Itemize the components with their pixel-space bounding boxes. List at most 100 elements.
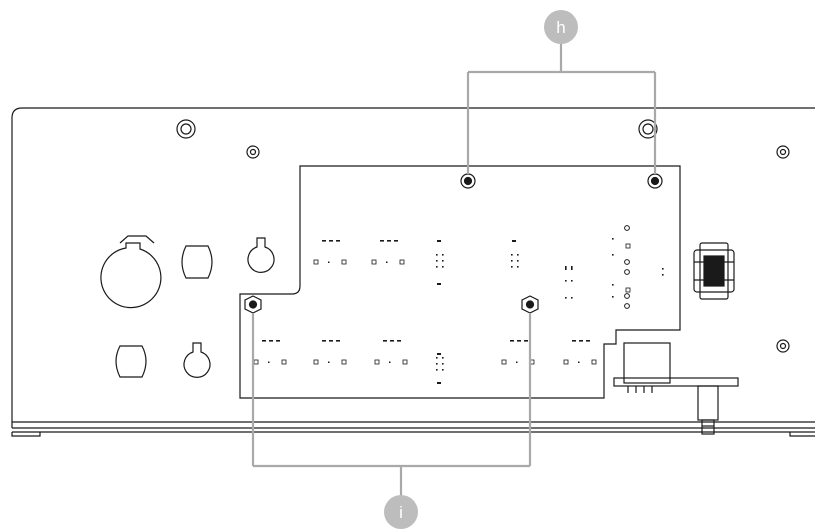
pcb-mark bbox=[578, 361, 580, 363]
pcb-mark bbox=[322, 240, 326, 242]
pcb-mark bbox=[329, 240, 333, 242]
pcb-mark bbox=[437, 240, 441, 242]
pcb-mark bbox=[436, 357, 438, 359]
pcb-mark bbox=[442, 254, 444, 256]
pcb-via bbox=[624, 269, 630, 275]
pcb-mark bbox=[512, 240, 516, 242]
pcb-mark bbox=[436, 254, 438, 256]
pcb-pad bbox=[281, 359, 287, 365]
pcb-pad bbox=[313, 359, 319, 365]
pcb-mark bbox=[397, 340, 401, 342]
pcb-mark bbox=[442, 369, 444, 371]
pcb-mark bbox=[612, 254, 614, 256]
panel-cutouts bbox=[115, 237, 275, 378]
pcb-mark bbox=[571, 280, 573, 282]
pcb-pad bbox=[313, 259, 319, 265]
pcb-pad bbox=[625, 243, 631, 249]
pcb-mark bbox=[322, 340, 326, 342]
panel-hole bbox=[246, 145, 260, 159]
pcb-mark bbox=[387, 240, 391, 242]
pcb-pad bbox=[501, 359, 507, 365]
pcb-standoffs-top bbox=[460, 173, 663, 189]
panel-hole bbox=[776, 339, 790, 353]
pcb-mark bbox=[510, 340, 514, 342]
pcb-mark bbox=[269, 340, 273, 342]
pcb-mark bbox=[394, 240, 398, 242]
pcb-mark bbox=[612, 238, 614, 240]
pcb-mark bbox=[662, 268, 664, 270]
callout-i-label: i bbox=[399, 503, 403, 522]
pcb-mark bbox=[262, 340, 266, 342]
ferrite-component bbox=[693, 242, 735, 300]
pcb-mark bbox=[389, 361, 391, 363]
pcb-mark bbox=[436, 363, 438, 365]
callout-bracket-top bbox=[466, 40, 657, 174]
pcb-mark bbox=[612, 296, 614, 298]
side-connector bbox=[613, 342, 739, 435]
pcb-via bbox=[624, 303, 630, 309]
pcb-mark bbox=[329, 340, 333, 342]
pcb-mark bbox=[571, 266, 573, 270]
pcb-mark bbox=[390, 340, 394, 342]
pcb-mark bbox=[565, 280, 567, 282]
pcb-mark bbox=[524, 340, 528, 342]
pcb-pad bbox=[371, 259, 377, 265]
pcb-mark bbox=[436, 260, 438, 262]
pcb-mark bbox=[586, 340, 590, 342]
pcb-pad bbox=[402, 359, 408, 365]
pcb-mark bbox=[442, 363, 444, 365]
pcb-mark bbox=[579, 340, 583, 342]
pcb-mark bbox=[662, 274, 664, 276]
pcb-via bbox=[624, 225, 630, 231]
panel-hole bbox=[776, 145, 790, 159]
pcb-mark bbox=[517, 266, 519, 268]
pcb-mark bbox=[517, 254, 519, 256]
pcb-via bbox=[624, 293, 630, 299]
pcb-mark bbox=[328, 361, 330, 363]
pcb-mark bbox=[437, 353, 441, 355]
pcb-via bbox=[624, 259, 630, 265]
pcb-mark bbox=[565, 266, 567, 270]
pcb-mark bbox=[517, 340, 521, 342]
enclosure-panel bbox=[11, 107, 815, 437]
pcb-mark bbox=[336, 340, 340, 342]
pcb-pad bbox=[399, 259, 405, 265]
pcb-mark bbox=[386, 261, 388, 263]
pcb-pad bbox=[563, 359, 569, 365]
pcb-mark bbox=[511, 266, 513, 268]
pcb-mark bbox=[612, 284, 614, 286]
pcb-pad bbox=[625, 287, 631, 293]
pcb-mark bbox=[572, 340, 576, 342]
callout-h: h bbox=[544, 10, 578, 44]
pcb-mark bbox=[511, 254, 513, 256]
pcb-mark bbox=[436, 266, 438, 268]
pcb-mark bbox=[276, 340, 280, 342]
pcb-mark bbox=[517, 260, 519, 262]
pcb-pad bbox=[341, 259, 347, 265]
pcb-mark bbox=[437, 382, 441, 384]
pcb-mark bbox=[511, 260, 513, 262]
pcb-mark bbox=[328, 261, 330, 263]
panel-hole bbox=[638, 119, 658, 139]
pcb-mark bbox=[571, 297, 573, 299]
xlr-cutout bbox=[100, 235, 162, 309]
pcb-pad bbox=[374, 359, 380, 365]
pcb-mark bbox=[442, 260, 444, 262]
pcb-mark bbox=[380, 240, 384, 242]
pcb-mark bbox=[565, 297, 567, 299]
pcb-components bbox=[253, 225, 664, 384]
callout-h-label: h bbox=[556, 18, 565, 37]
callout-bracket-bottom bbox=[251, 313, 532, 496]
pcb-mark bbox=[516, 361, 518, 363]
pcb-mark bbox=[268, 361, 270, 363]
pcb-standoffs-bottom bbox=[244, 295, 539, 314]
pcb-mark bbox=[383, 340, 387, 342]
panel-mounting-holes bbox=[176, 119, 790, 353]
pcb-mark bbox=[436, 369, 438, 371]
pcb-board bbox=[239, 165, 681, 399]
pcb-pad bbox=[591, 359, 597, 365]
pcb-pad bbox=[341, 359, 347, 365]
pcb-mark bbox=[442, 266, 444, 268]
callout-i: i bbox=[384, 495, 418, 529]
